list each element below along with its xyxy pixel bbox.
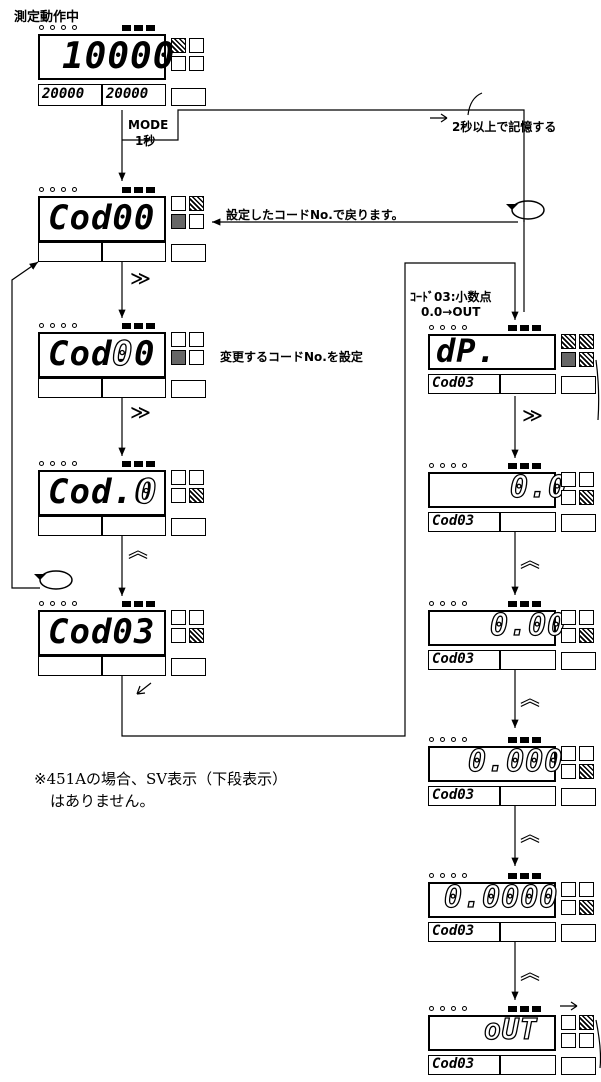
up-arrow-icon: ︽ <box>128 538 148 562</box>
set-note: 変更するコードNo.を設定 <box>220 350 363 364</box>
footnote-line-1: ※451Aの場合、SV表示（下段表示） <box>34 770 288 788</box>
device-range-3: 0.000 Cod03 <box>428 736 598 812</box>
next-arrow-icon: ≫ <box>130 400 151 424</box>
device-range-2: 0.00 Cod03 <box>428 600 598 676</box>
sub-display-1: 20000 <box>38 84 102 106</box>
device-dp: dP. Cod03 <box>428 324 598 400</box>
sub-display-2: 20000 <box>102 84 166 106</box>
up-arrow-icon: ︽ <box>520 960 540 984</box>
title-label: 測定動作中 <box>14 10 80 25</box>
device-out: oUT Cod03 <box>428 1005 598 1081</box>
next-arrow-icon: ≫ <box>522 403 543 427</box>
up-arrow-icon: ︽ <box>520 686 540 710</box>
device-measure: 10000 20000 20000 <box>38 24 210 110</box>
up-arrow-icon: ︽ <box>520 822 540 846</box>
device-cod00-b: Cod. 0 0 <box>38 322 210 398</box>
device-cod03-a: Cod03 <box>38 600 210 676</box>
device-cod00-a: Cod00 <box>38 186 210 262</box>
device-cod00-c: Cod.0 0 <box>38 460 210 536</box>
code03-label-2: 0.0→OUT <box>421 305 481 319</box>
next-arrow-icon: ≫ <box>130 266 151 290</box>
up-arrow-icon: ︽ <box>520 548 540 572</box>
mode-label: MODE <box>128 118 169 132</box>
code03-label-1: ｺｰﾄﾞ03:小数点 <box>410 290 492 304</box>
save-note: 2秒以上で記憶する <box>452 120 557 134</box>
mode-sec-label: 1秒 <box>135 134 156 148</box>
footnote-line-2: はありません。 <box>50 792 155 810</box>
main-display: 10000 <box>38 34 174 80</box>
device-range-1: 0.0 Cod03 <box>428 462 598 538</box>
return-note: 設定したコードNo.で戻ります。 <box>226 208 404 222</box>
device-range-4: 0.0000 Cod03 <box>428 872 598 948</box>
